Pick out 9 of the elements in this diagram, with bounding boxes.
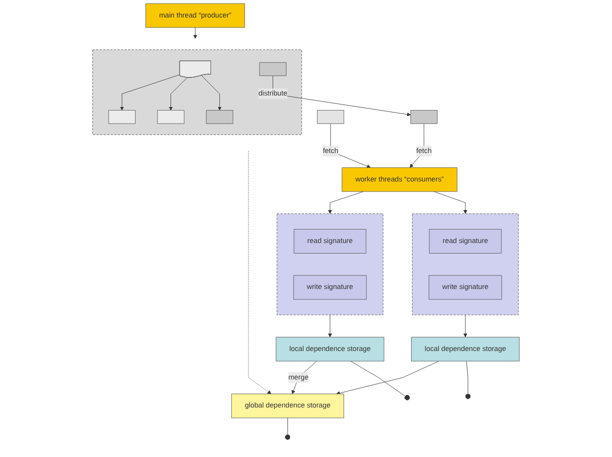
node-box [108,110,136,124]
node-box [259,62,286,76]
node-box [157,110,184,124]
node-box [410,110,438,124]
cluster [276,214,384,316]
cluster [92,50,302,135]
cluster [412,214,519,316]
node-box [206,110,234,124]
node-box [317,110,344,124]
